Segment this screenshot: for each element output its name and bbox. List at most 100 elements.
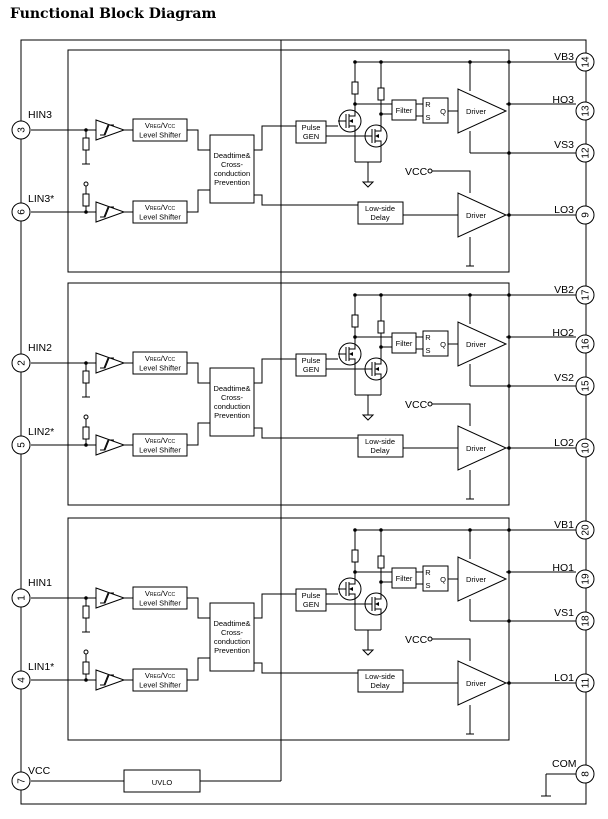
- phase-3-low-side-driver-label: Driver: [466, 679, 487, 688]
- pin-8-number: 8: [581, 771, 592, 777]
- vcc-pin-label: VCC: [28, 765, 51, 777]
- phase-3-hin-level-shifter-label: Level Shifter: [139, 599, 181, 608]
- phase-3-vb-pin-number: 20: [581, 524, 592, 536]
- phase-1-lin-level-shifter-label: Level Shifter: [139, 213, 181, 222]
- phase-1-lin-level-shifter-supply-text: VREG/VCC: [145, 203, 176, 212]
- phase-2-lo-pin-circle: [575, 438, 595, 458]
- phase-1-lin-pin-number: 6: [17, 209, 28, 215]
- phase-3-mosfet-ground: [361, 649, 375, 656]
- phase-2-pullup-resistor-1: [351, 314, 359, 328]
- phase-3-high-side-driver-label: Driver: [466, 575, 487, 584]
- phase-2-lin-pullup: [82, 419, 90, 445]
- phase-3-lin-pin: 4: [11, 670, 31, 690]
- phase-2-lin-pin-number: 5: [17, 442, 28, 448]
- com-pin-label: COM: [552, 758, 577, 770]
- phase-3-lowside-delay-line-2: Delay: [370, 681, 389, 690]
- phase-3-ho-pin-number: 19: [581, 573, 592, 585]
- phase-3-lin-label: LIN1*: [28, 661, 54, 673]
- phase-3-lin-level-shifter-supply-text: VREG/VCC: [145, 671, 176, 680]
- phase-1-level-shift-mosfet-2: [364, 124, 388, 148]
- phase-2-vb-pin: 17: [575, 285, 595, 305]
- phase-3-lowside-delay-line-1: Low-side: [365, 672, 395, 681]
- phase-1-pulse-gen-line-1: Pulse: [302, 123, 321, 132]
- phase-1-low-side-driver: Driver: [457, 192, 508, 238]
- phase-2-low-side-driver: Driver: [457, 425, 508, 471]
- phase-3-rs-latch: RSQ: [422, 565, 449, 592]
- phase-2-lin-label: LIN2*: [28, 426, 54, 438]
- phase-3-vs-pin: 18: [575, 611, 595, 631]
- pin-8-circle: [575, 764, 595, 784]
- phase-1-lin-label: LIN3*: [28, 193, 54, 205]
- phase-3-lin-pin-number: 4: [17, 677, 28, 683]
- phase-1-level-shift-mosfet-1: [338, 109, 362, 133]
- phase-1-vs-pin-number: 12: [581, 147, 592, 159]
- phase-2-rs-latch: RSQ: [422, 330, 449, 357]
- phase-1-hin-label: HIN3: [28, 109, 52, 121]
- phase-2-hin-pulldown: [82, 363, 90, 398]
- phase-3-lin-pullup: [82, 654, 90, 680]
- phase-2-hin-pin-number: 2: [17, 360, 28, 366]
- phase-2-pulse-gen-line-1: Pulse: [302, 356, 321, 365]
- phase-3-latch-s: S: [425, 581, 430, 590]
- phase-2-level-shift-mosfet-1: [338, 342, 362, 366]
- phase-2-vs-label: VS2: [554, 372, 574, 384]
- phase-1-ho-pin-circle: [575, 101, 595, 121]
- phase-2-lin-buffer: [95, 434, 126, 456]
- phase-1-hin-level-shifter-supply-text: VREG/VCC: [145, 121, 176, 130]
- phase-1-vb-pin-circle: [575, 52, 595, 72]
- phase-3-deadtime-line-2: Cross-: [221, 628, 244, 637]
- phase-1-hin-pulldown: [82, 130, 90, 165]
- phase-1-lin-pin: 6: [11, 202, 31, 222]
- phase-2-vb-pin-number: 17: [581, 289, 592, 301]
- phase-3-hin-pin-circle: [11, 588, 31, 608]
- phase-1-deadtime-line-2: Cross-: [221, 160, 244, 169]
- phase-1-latch-r: R: [425, 100, 431, 109]
- phase-2-lowside-delay-line-2: Delay: [370, 446, 389, 455]
- phase-1-lowside-delay-line-1: Low-side: [365, 204, 395, 213]
- phase-3-deadtime-line-3: conduction: [214, 637, 250, 646]
- phase-2-hin-level-shifter-supply-text: VREG/VCC: [145, 354, 176, 363]
- phase-2-filter: Filter: [391, 332, 417, 354]
- phase-3-lo-pin-circle: [575, 673, 595, 693]
- phase-2-lin-level-shifter-label: Level Shifter: [139, 446, 181, 455]
- phase-1-vb-label: VB3: [554, 51, 574, 63]
- phase-1-lo-pin: 9: [575, 205, 595, 225]
- phase-2-ho-label: HO2: [552, 327, 574, 339]
- phase-2-hin-pin: 2: [11, 353, 31, 373]
- phase-2-low-side-driver-label: Driver: [466, 444, 487, 453]
- phase-1-high-side-driver: Driver: [457, 88, 508, 134]
- pin-7-vcc: 7: [11, 771, 31, 791]
- phase-3-vcc-internal-label: VCC: [405, 634, 428, 646]
- phase-1-hin-level-shifter-label: Level Shifter: [139, 131, 181, 140]
- phase-2-mosfet-ground: [361, 414, 375, 421]
- pin-7-number: 7: [17, 778, 28, 784]
- phase-3-hin-pin: 1: [11, 588, 31, 608]
- phase-1-lowside-delay-line-2: Delay: [370, 213, 389, 222]
- phase-3-vs-pin-circle: [575, 611, 595, 631]
- phase-1-lo-pin-number: 9: [581, 212, 592, 218]
- phase-2-deadtime-line-3: conduction: [214, 402, 250, 411]
- phase-2-vcc-internal-label: VCC: [405, 399, 428, 411]
- phase-1-latch-s: S: [425, 113, 430, 122]
- phase-3-deadtime-line-1: Deadtime&: [213, 619, 250, 628]
- phase-3-high-side-driver: Driver: [457, 556, 508, 602]
- phase-1-ho-pin-number: 13: [581, 105, 592, 117]
- phase-2-latch-s: S: [425, 346, 430, 355]
- phase-1-ho-pin: 13: [575, 101, 595, 121]
- phase-2-deadtime-line-4: Prevention: [214, 411, 250, 420]
- phase-1-deadtime-line-3: conduction: [214, 169, 250, 178]
- phase-3-ho-pin: 19: [575, 569, 595, 589]
- phase-2-ho-pin: 16: [575, 334, 595, 354]
- phase-1-low-side-driver-label: Driver: [466, 211, 487, 220]
- phase-2-vb-pin-circle: [575, 285, 595, 305]
